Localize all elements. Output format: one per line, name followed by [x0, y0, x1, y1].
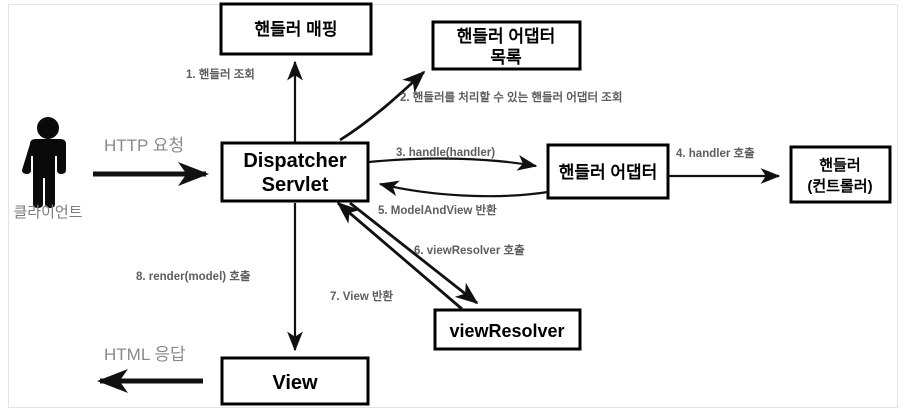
label-step-8: 8. render(model) 호출	[136, 269, 251, 283]
node-handler-controller[interactable]: 핸들러 (컨트롤러)	[789, 145, 892, 204]
node-handler-adapter[interactable]: 핸들러 어댑터	[546, 143, 670, 200]
arrow-step-3	[368, 155, 538, 171]
node-handler-controller-label-line1: 핸들러	[819, 157, 860, 174]
arrow-step-5	[378, 180, 549, 198]
arrow-step-7	[336, 201, 463, 311]
client-actor-label: 클라이언트	[13, 204, 82, 221]
label-html-response: HTML 응답	[104, 345, 186, 364]
node-view-resolver-label: viewResolver	[449, 321, 564, 341]
label-step-4: 4. handler 호출	[676, 146, 755, 160]
label-step-3: 3. handle(handler)	[396, 147, 495, 159]
arrow-step-6	[349, 201, 479, 305]
node-handler-mapping[interactable]: 핸들러 매핑	[219, 2, 373, 56]
node-view[interactable]: View	[220, 356, 370, 406]
label-step-2: 2. 핸들러를 처리할 수 있는 핸들러 어댑터 조회	[400, 90, 622, 104]
node-handler-mapping-label: 핸들러 매핑	[255, 20, 338, 39]
node-dispatcher-servlet-label-line2: Servlet	[262, 174, 329, 196]
label-http-request: HTTP 요청	[104, 136, 184, 155]
arrow-step-2	[339, 70, 426, 142]
label-step-7: 7. View 반환	[330, 289, 394, 303]
label-step-6: 6. viewResolver 호출	[414, 243, 525, 257]
node-handler-adapter-list[interactable]: 핸들러 어댑터 목록	[431, 20, 582, 71]
label-step-1: 1. 핸들러 조회	[186, 67, 255, 81]
node-handler-controller-label-line2: (컨트롤러)	[807, 178, 872, 195]
node-view-resolver[interactable]: viewResolver	[433, 308, 582, 351]
client-actor: 클라이언트	[13, 117, 83, 221]
node-dispatcher-servlet[interactable]: Dispatcher Servlet	[220, 141, 370, 203]
person-icon	[22, 117, 66, 208]
label-step-5: 5. ModelAndView 반환	[378, 203, 497, 217]
node-handler-adapter-list-label-line2: 목록	[490, 48, 522, 67]
node-dispatcher-servlet-label-line1: Dispatcher	[243, 150, 347, 172]
node-handler-adapter-label: 핸들러 어댑터	[559, 163, 658, 182]
node-handler-adapter-list-label-line1: 핸들러 어댑터	[457, 27, 556, 46]
node-view-label: View	[272, 372, 318, 394]
